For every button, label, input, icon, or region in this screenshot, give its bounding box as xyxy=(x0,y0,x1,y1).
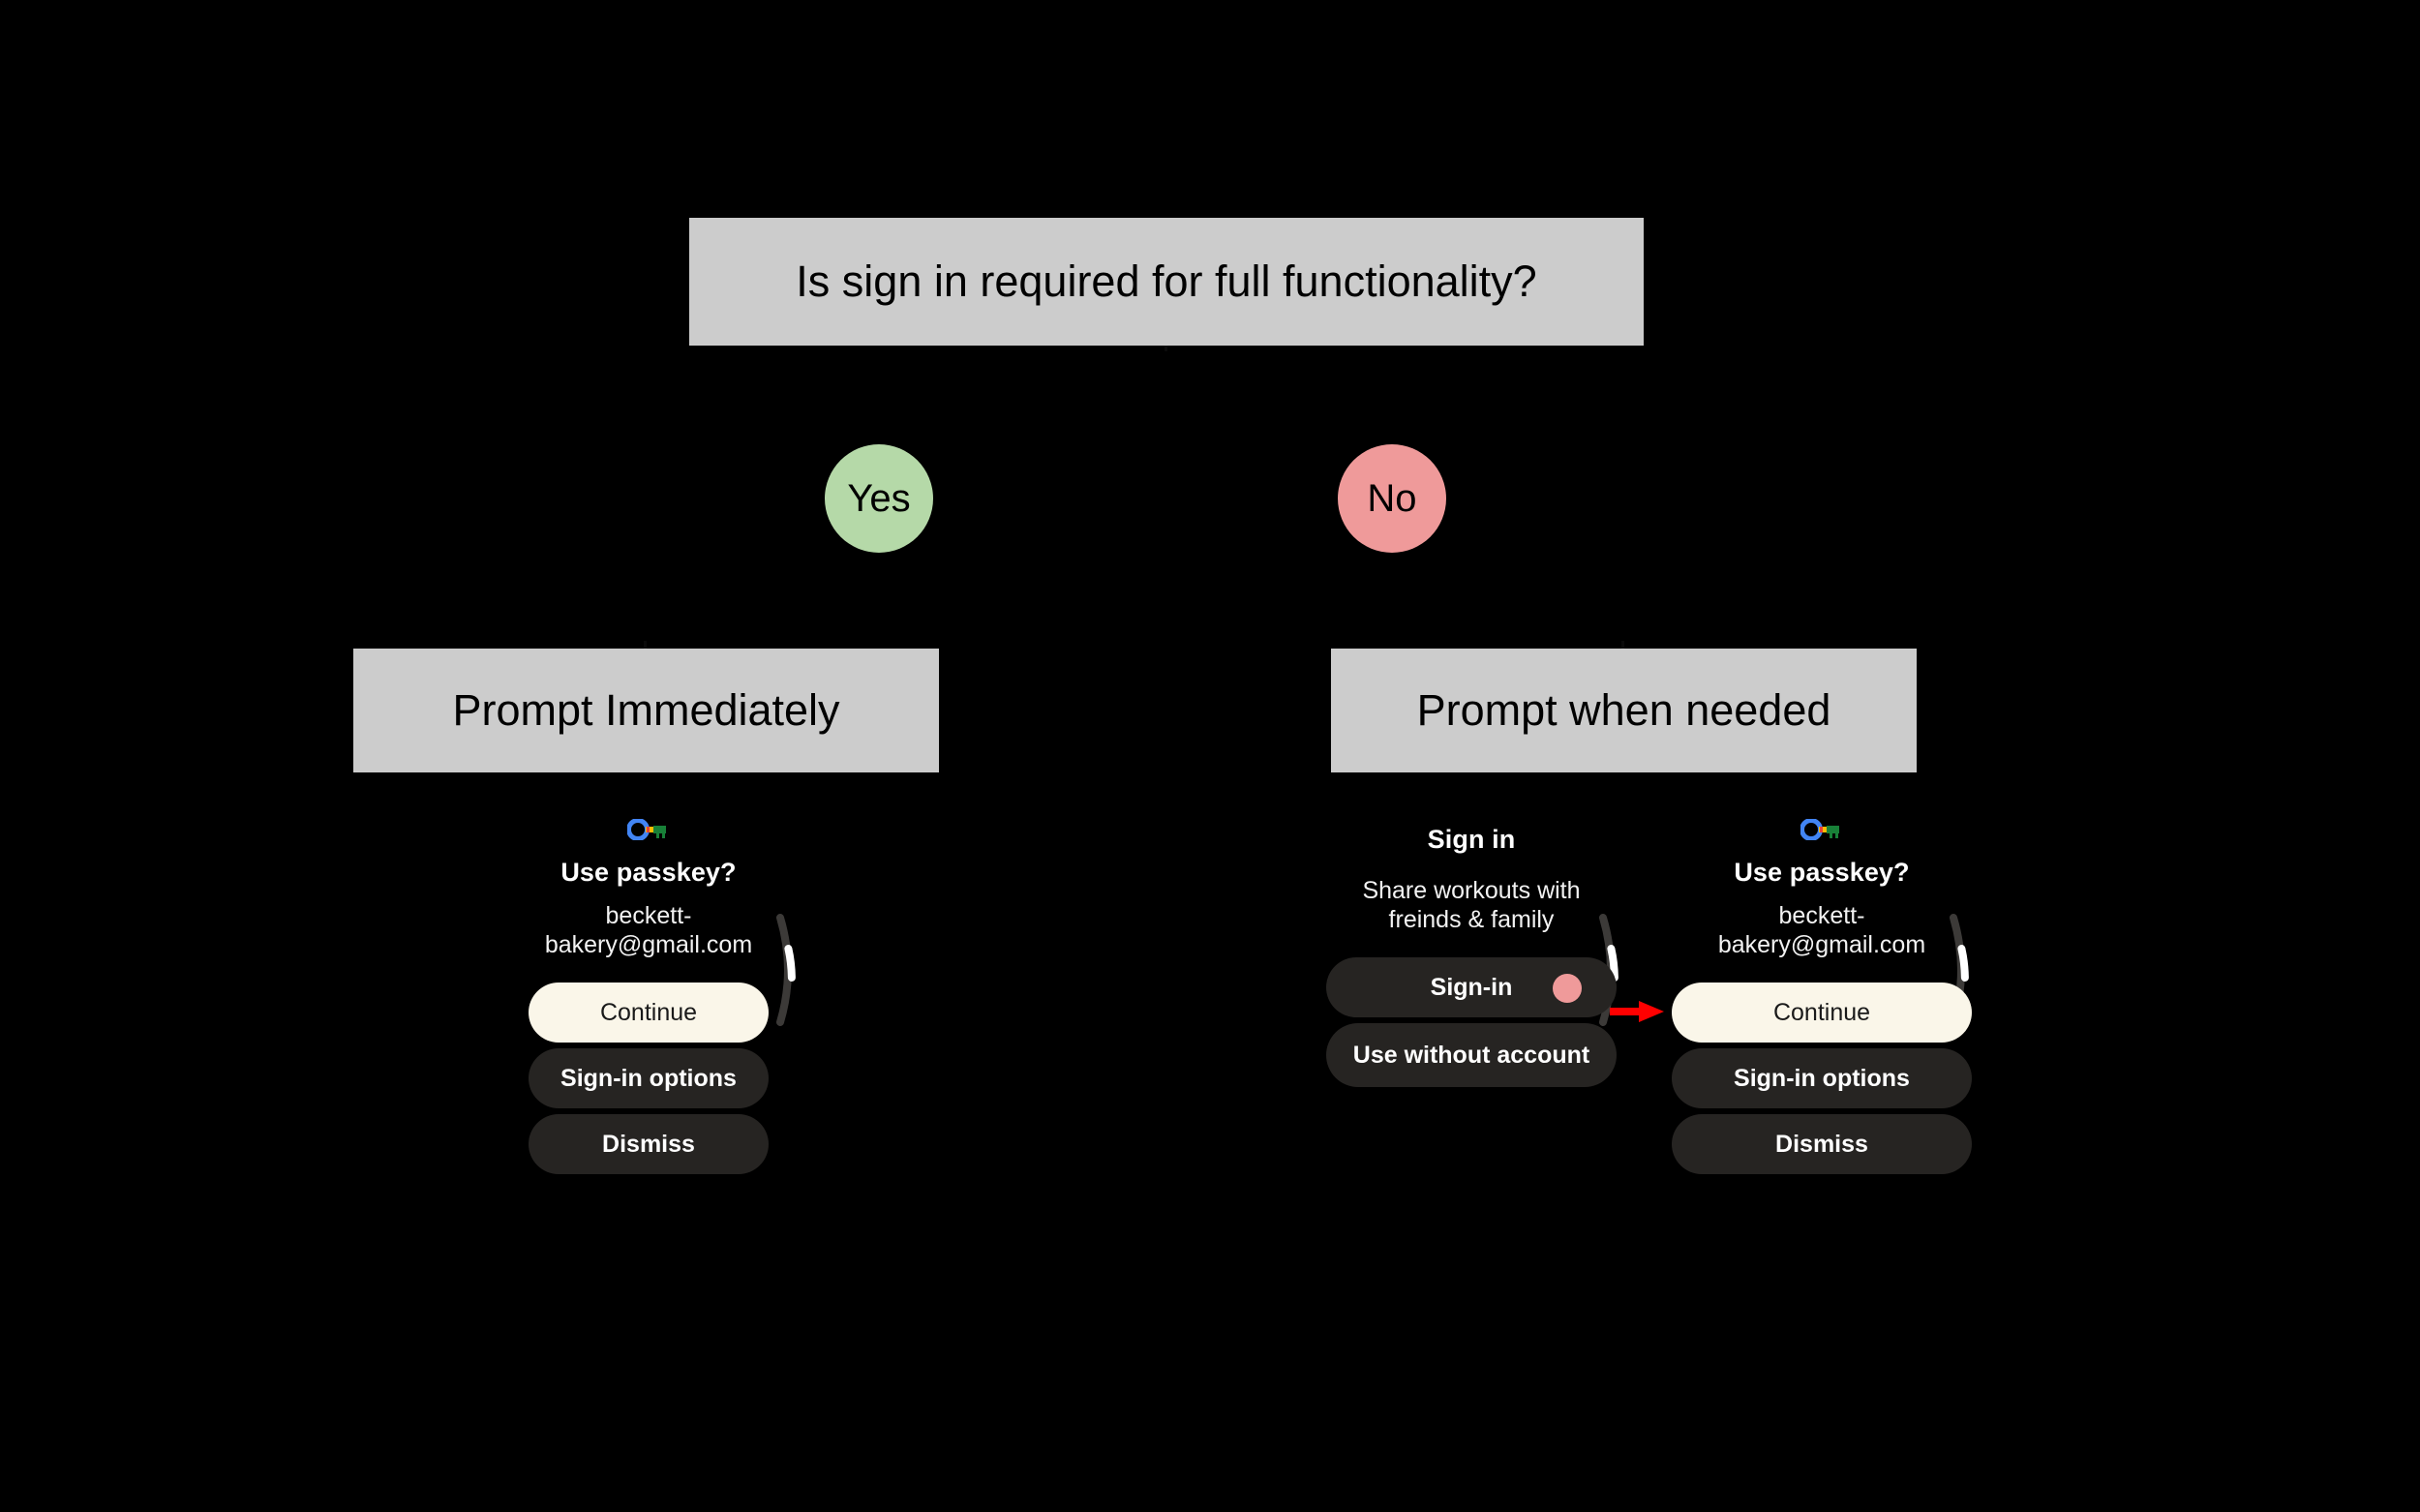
connector-question-to-yes xyxy=(1165,346,1167,351)
watch-screen-signin: Sign in Share workouts with freinds & fa… xyxy=(1307,813,1636,1297)
watch-screen-left-passkey: Use passkey? beckett-bakery@gmail.com Co… xyxy=(484,813,813,1297)
dismiss-button[interactable]: Dismiss xyxy=(1672,1114,1972,1174)
sign-in-button[interactable]: Sign-in xyxy=(1326,957,1617,1017)
watch-screen-right-passkey: Use passkey? beckett-bakery@gmail.com Co… xyxy=(1657,813,1986,1297)
sign-in-badge-dot xyxy=(1553,974,1582,1003)
annotation-arrow-svg xyxy=(1610,1001,1664,1022)
passkey-account: beckett-bakery@gmail.com xyxy=(1717,902,1926,958)
passkey-icon-svg xyxy=(1800,818,1839,841)
passkey-icon xyxy=(626,818,670,841)
sign-in-options-button[interactable]: Sign-in options xyxy=(1672,1048,1972,1108)
decision-yes: Yes xyxy=(825,444,933,553)
continue-button[interactable]: Continue xyxy=(1672,983,1972,1043)
sign-in-options-button[interactable]: Sign-in options xyxy=(529,1048,769,1108)
passkey-account: beckett-bakery@gmail.com xyxy=(544,902,753,958)
connector-yes-to-left-box xyxy=(644,641,647,649)
outcome-box-prompt-when-needed: Prompt when needed xyxy=(1331,649,1917,772)
decision-no: No xyxy=(1338,444,1446,553)
scrollbar-left-passkey[interactable] xyxy=(774,912,800,1028)
scrollbar-arc-svg[interactable] xyxy=(774,912,800,1028)
dismiss-button[interactable]: Dismiss xyxy=(529,1114,769,1174)
question-box: Is sign in required for full functionali… xyxy=(689,218,1644,346)
sign-in-button-label: Sign-in xyxy=(1430,974,1513,1001)
passkey-title: Use passkey? xyxy=(1734,858,1910,887)
passkey-icon xyxy=(1800,818,1843,841)
passkey-icon-svg xyxy=(626,818,666,841)
annotation-arrow-icon xyxy=(1610,999,1664,1024)
use-without-account-button[interactable]: Use without account xyxy=(1326,1023,1617,1087)
outcome-box-prompt-immediately: Prompt Immediately xyxy=(353,649,939,772)
signin-subtitle: Share workouts with freinds & family xyxy=(1362,877,1581,933)
connector-no-to-right-box xyxy=(1621,641,1624,649)
passkey-title: Use passkey? xyxy=(560,858,737,887)
continue-button[interactable]: Continue xyxy=(529,983,769,1043)
signin-title: Sign in xyxy=(1427,825,1516,854)
